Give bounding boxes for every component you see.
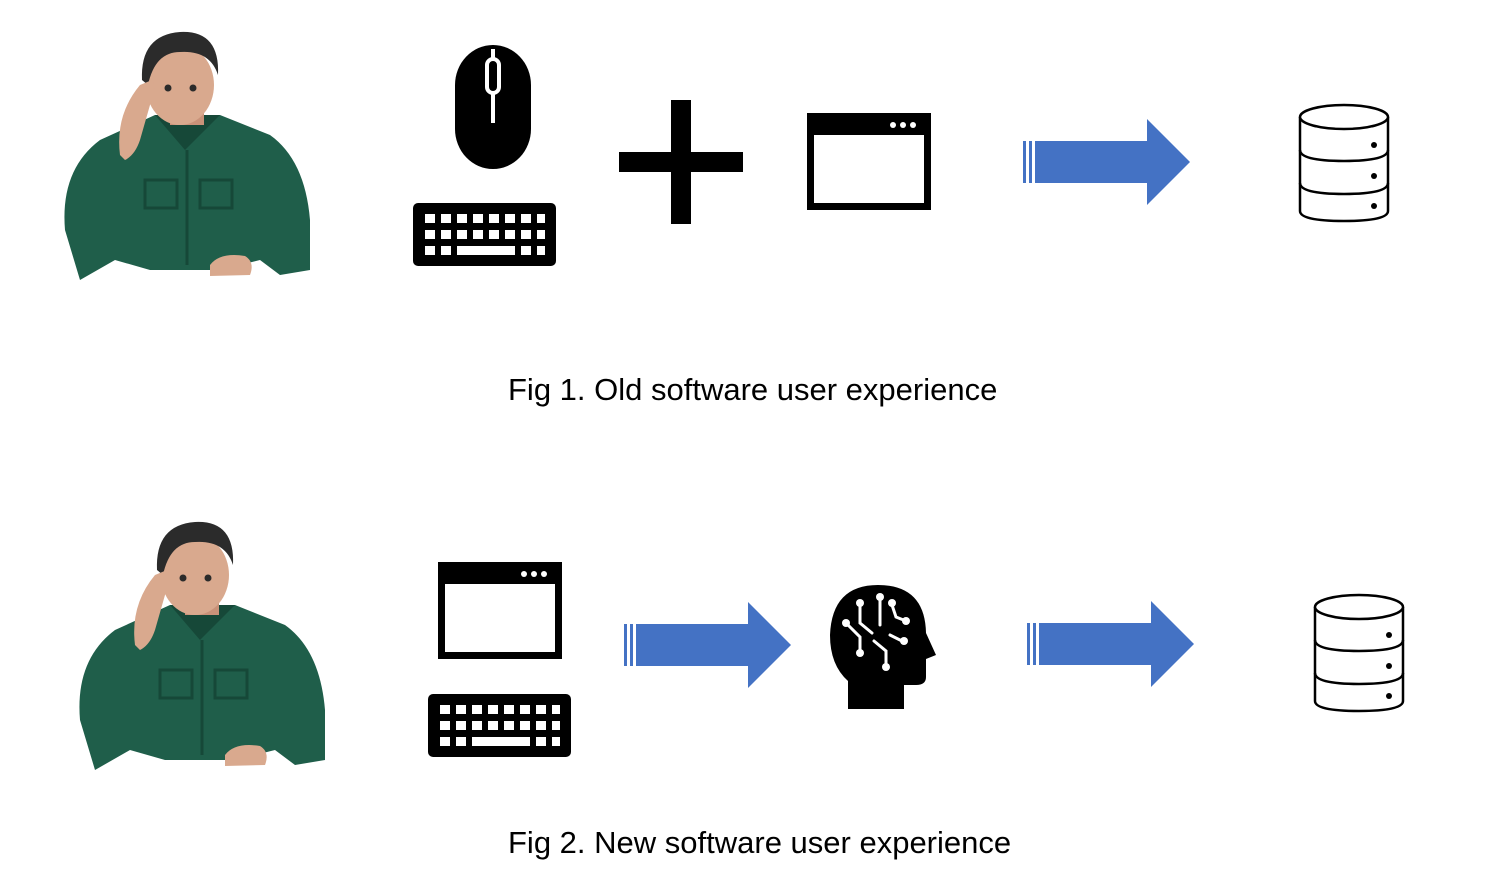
ai-brain-icon <box>830 585 936 709</box>
figure-1: Fig 1. Old software user experience <box>0 0 1490 440</box>
keyboard-icon <box>413 203 556 266</box>
arrow-icon <box>624 602 791 688</box>
database-icon <box>1298 103 1390 223</box>
mouse-icon <box>455 45 531 169</box>
database-icon <box>1313 593 1405 713</box>
arrow-icon <box>1023 119 1190 205</box>
keyboard-icon <box>428 694 571 757</box>
figure-caption: Fig 2. New software user experience <box>508 825 1012 860</box>
app-window-icon <box>438 562 562 659</box>
plus-icon <box>619 100 743 224</box>
person-image <box>79 521 325 770</box>
figure-caption: Fig 1. Old software user experience <box>508 372 998 407</box>
person-image <box>64 31 310 280</box>
figure-2: Fig 2. New software user experience <box>0 440 1490 888</box>
app-window-icon <box>807 113 931 210</box>
arrow-icon <box>1027 601 1194 687</box>
